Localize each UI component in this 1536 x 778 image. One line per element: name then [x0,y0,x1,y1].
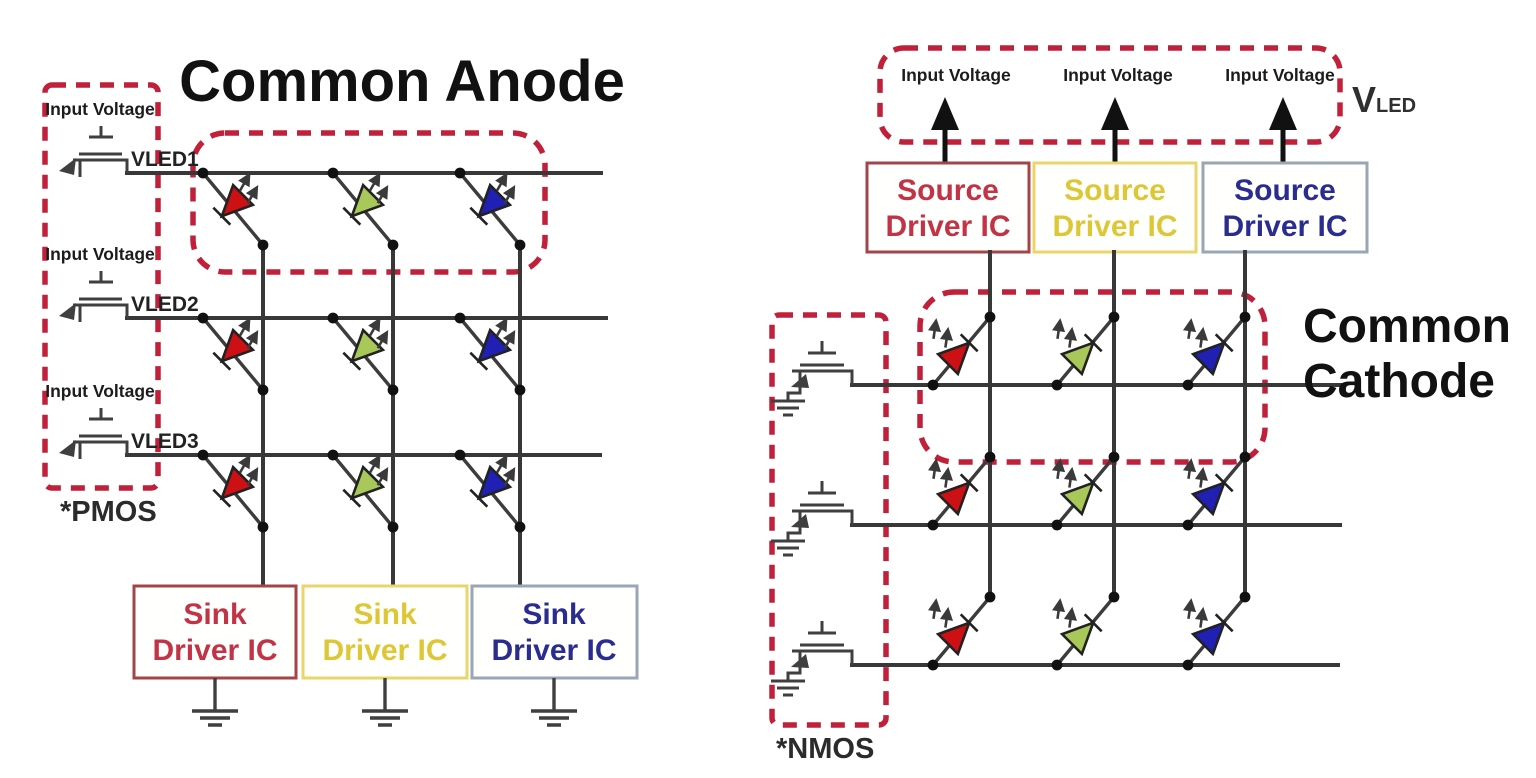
ground-icon [190,676,240,727]
sink-driver-1-line2: Driver IC [152,634,277,667]
column-lines-right [988,250,1247,599]
nmos-transistor-2 [769,479,854,557]
source-driver-box-3 [1201,161,1369,254]
input-voltage-label-2: Input Voltage [45,244,155,264]
vled2-label: VLED2 [131,293,199,316]
common-cathode-title-line1: Common [1303,300,1511,353]
column-lines [261,243,522,592]
row-buses-right [850,383,1344,667]
nmos-group-label: *NMOS [776,733,874,765]
sink-driver-2-line2: Driver IC [322,634,447,667]
sink-driver-ics: Sink Driver IC Sink Driver IC Sink Drive… [132,584,639,727]
nmos-switches [769,339,854,697]
pmos-transistor-1 [57,124,129,179]
pmos-transistor-2 [57,269,129,324]
sink-driver-box-3 [470,584,639,680]
common-anode-row-outline [190,130,548,275]
led-blue-icon [455,313,526,396]
pmos-group-label: *PMOS [60,496,157,528]
sink-driver-3-line2: Driver IC [491,634,616,667]
source-driver-3-line1: Source [1234,174,1336,207]
led-red-icon [198,313,269,396]
sink-driver-box-2 [301,584,469,680]
up-arrow-icon [1269,97,1297,163]
nmos-group-outline [769,312,889,728]
input-voltage-label-r3: Input Voltage [1225,65,1335,85]
ground-icon [529,676,579,727]
source-driver-ics: Source Driver IC Source Driver IC Source… [865,161,1369,254]
common-cathode-row-outline [917,289,1268,465]
source-driver-box-1 [865,161,1031,254]
input-voltage-label-r1: Input Voltage [901,65,1011,85]
led-blue-icon [1183,312,1251,391]
sink-driver-box-1 [132,584,298,680]
pmos-transistor-3 [57,406,129,461]
pmos-switches: Input Voltage Input Voltage Input Voltag… [45,99,199,461]
ground-icon [360,676,410,727]
nmos-transistor-3 [769,619,854,697]
common-cathode-title-line2: Cathode [1303,355,1495,408]
led-matrix-left [198,168,526,533]
sink-driver-3-line1: Sink [522,598,586,631]
sink-driver-2-line1: Sink [353,598,417,631]
input-voltage-label-r2: Input Voltage [1063,65,1173,85]
supply-rail: Input Voltage Input Voltage Input Voltag… [901,65,1416,163]
led-matrix-right [928,312,1251,671]
vled-supply-outline [877,45,1343,145]
common-cathode-panel: Input Voltage Input Voltage Input Voltag… [769,45,1511,765]
led-red-icon [928,312,996,391]
led-green-icon [1052,592,1120,671]
led-blue-icon [455,450,526,533]
common-anode-panel: Common Anode Input Voltage Input Voltage… [42,49,639,727]
pmos-group-outline [42,82,161,491]
led-blue-icon [1183,592,1251,671]
source-driver-2-line2: Driver IC [1052,210,1177,243]
led-red-icon [198,168,269,251]
vled1-label: VLED1 [131,148,199,171]
led-green-icon [328,450,399,533]
led-blue-icon [455,168,526,251]
led-blue-icon [1183,452,1251,531]
source-driver-1-line2: Driver IC [885,210,1010,243]
led-red-icon [198,450,269,533]
vled3-label: VLED3 [131,430,199,453]
source-driver-1-line1: Source [897,174,999,207]
up-arrow-icon [931,97,959,163]
led-green-icon [328,313,399,396]
source-driver-2-line1: Source [1064,174,1166,207]
nmos-transistor-1 [769,339,854,417]
input-voltage-label-3: Input Voltage [45,381,155,401]
source-driver-3-line2: Driver IC [1222,210,1347,243]
led-green-icon [1052,312,1120,391]
up-arrow-icon [1101,97,1129,163]
vled-supply-label: VLED [1352,79,1416,120]
led-green-icon [328,168,399,251]
common-anode-title: Common Anode [179,49,625,114]
led-red-icon [928,592,996,671]
input-voltage-label-1: Input Voltage [45,99,155,119]
sink-driver-1-line1: Sink [183,598,247,631]
